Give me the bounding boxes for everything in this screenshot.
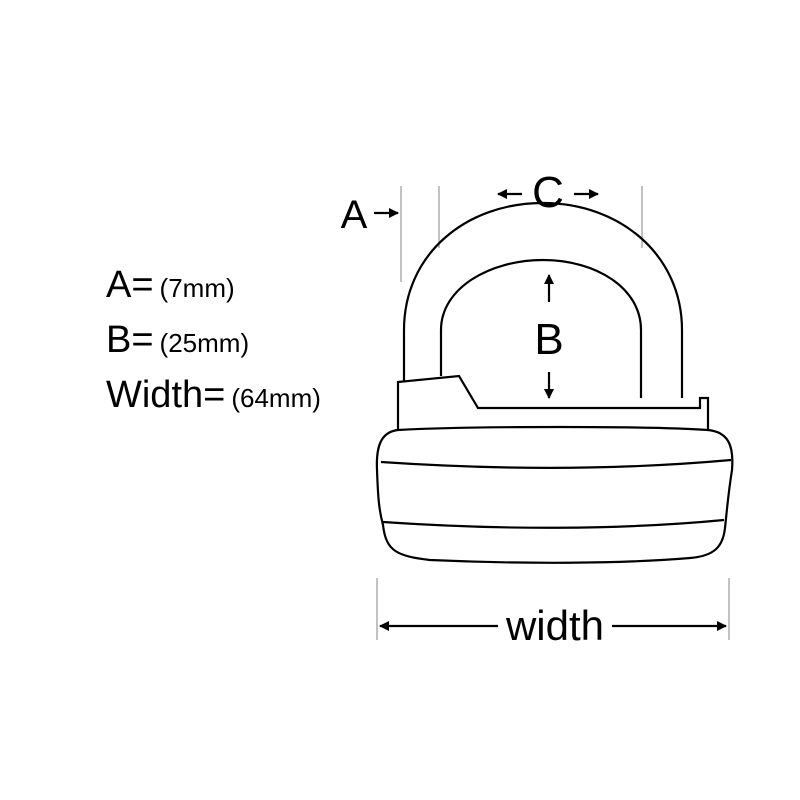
guide-lines [376, 186, 730, 640]
dimension-row-a: A=(7mm) [106, 258, 321, 313]
shackle-outer [402, 201, 684, 398]
lock-body-band-lower [382, 518, 725, 529]
dimension-key: Width= [106, 374, 226, 416]
shackle-inner [439, 258, 643, 398]
lock-body-band-upper [380, 458, 732, 469]
lock-body [375, 374, 734, 564]
dimension-key: B= [106, 319, 154, 361]
dimension-key: A= [106, 264, 154, 306]
lock-body-outline [375, 425, 734, 564]
dimension-value: (64mm) [231, 383, 321, 413]
dimension-row-width: Width=(64mm) [106, 368, 321, 423]
label-b: B [534, 315, 563, 364]
label-c: C [532, 168, 564, 217]
lock-body-top-shell [396, 374, 710, 430]
label-width: width [505, 602, 604, 649]
dimension-value: (25mm) [159, 328, 250, 358]
shackle [402, 201, 684, 398]
dimension-arrows [374, 189, 727, 631]
dimension-row-b: B=(25mm) [106, 313, 321, 368]
label-a: A [341, 193, 368, 237]
dimension-value: (7mm) [159, 273, 235, 303]
dimension-list: A=(7mm) B=(25mm) Width=(64mm) [106, 258, 321, 423]
